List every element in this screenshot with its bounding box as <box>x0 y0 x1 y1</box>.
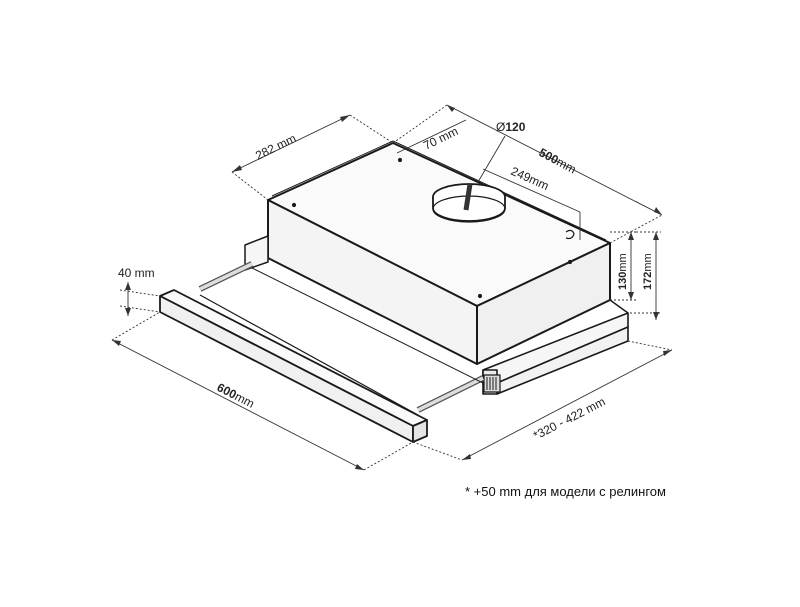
footnote: * +50 mm для модели с релингом <box>465 484 666 499</box>
dim-130: 130mm <box>617 253 629 290</box>
air-outlet <box>432 183 506 223</box>
dim-249: 249mm <box>509 164 551 193</box>
hood-body <box>267 140 611 365</box>
dimension-lines <box>111 104 673 471</box>
dim-282: 282 mm <box>253 131 298 163</box>
dim-diameter: Ø120 <box>496 120 526 134</box>
dim-320-422: *320 - 422 mm <box>531 394 607 442</box>
dimension-ticks <box>112 105 672 470</box>
dim-600: 600mm <box>215 380 257 411</box>
dim-172: 172mm <box>642 253 654 290</box>
hood-chassis <box>198 235 629 416</box>
dim-500: 500mm <box>537 145 579 176</box>
dim-70: 70 mm <box>421 124 460 153</box>
dim-40: 40 mm <box>118 266 155 280</box>
